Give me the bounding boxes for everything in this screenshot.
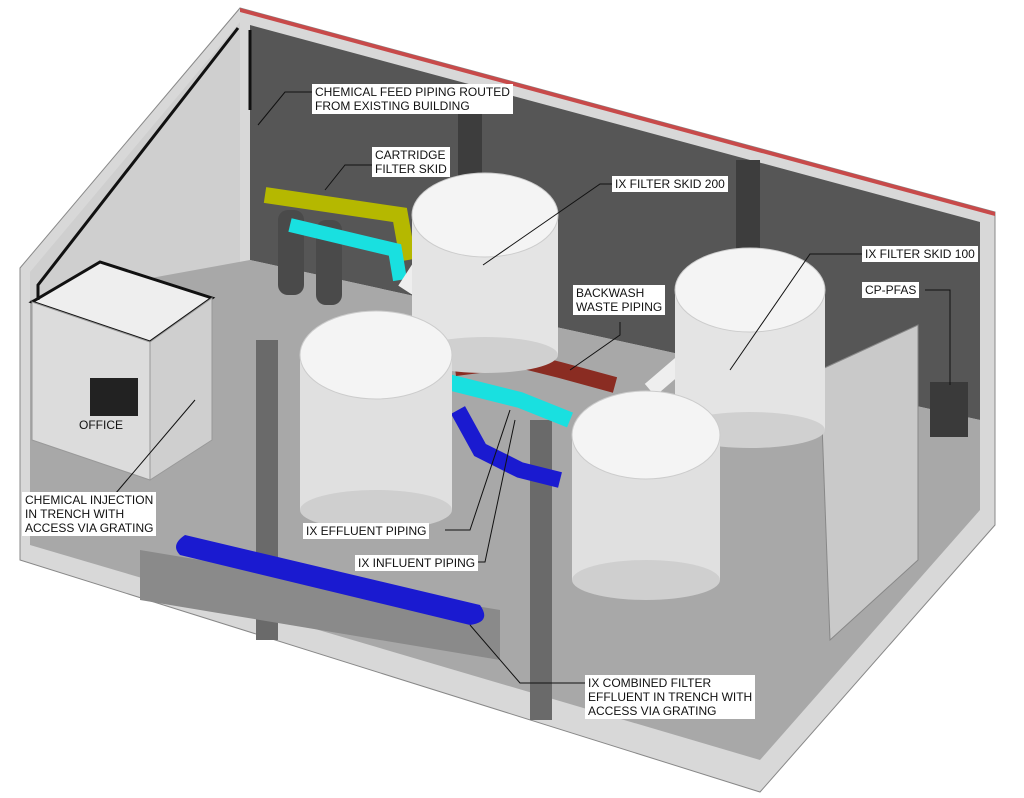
right-partition <box>819 324 919 642</box>
label-office: OFFICE <box>79 418 123 432</box>
label-ix-filter-skid-200: IX FILTER SKID 200 <box>612 176 728 192</box>
label-ix-combined-filter-effluent: IX COMBINED FILTER EFFLUENT IN TRENCH WI… <box>585 675 756 719</box>
office-window <box>90 378 138 416</box>
label-backwash-waste-piping: BACKWASH WASTE PIPING <box>573 285 666 315</box>
combined-effluent-trench <box>140 550 500 660</box>
roof-edge-red <box>240 8 995 216</box>
ix-filter-tank-front-right <box>571 390 721 600</box>
label-cp-pfas: CP-PFAS <box>862 282 920 298</box>
cartridge-yellow-pipe <box>263 187 416 262</box>
label-ix-effluent-piping: IX EFFLUENT PIPING <box>303 523 430 539</box>
column <box>530 420 552 720</box>
label-ix-filter-skid-100: IX FILTER SKID 100 <box>862 246 978 262</box>
label-chemical-injection: CHEMICAL INJECTION IN TRENCH WITH ACCESS… <box>22 492 157 536</box>
influent-pipe-cyan <box>438 372 573 428</box>
effluent-pipe-blue <box>450 406 562 488</box>
label-chemical-feed-piping: CHEMICAL FEED PIPING ROUTED FROM EXISTIN… <box>312 84 513 114</box>
label-cartridge-filter-skid: CARTRIDGE FILTER SKID <box>372 147 450 177</box>
chemical-feed-pipe <box>36 27 240 300</box>
ix-filter-tank-front-left <box>299 310 453 530</box>
combined-effluent-pipe <box>176 535 485 625</box>
label-ix-influent-piping: IX INFLUENT PIPING <box>355 555 479 571</box>
cartridge-cyan-pipe <box>288 218 407 282</box>
cp-pfas-panel <box>930 382 968 437</box>
